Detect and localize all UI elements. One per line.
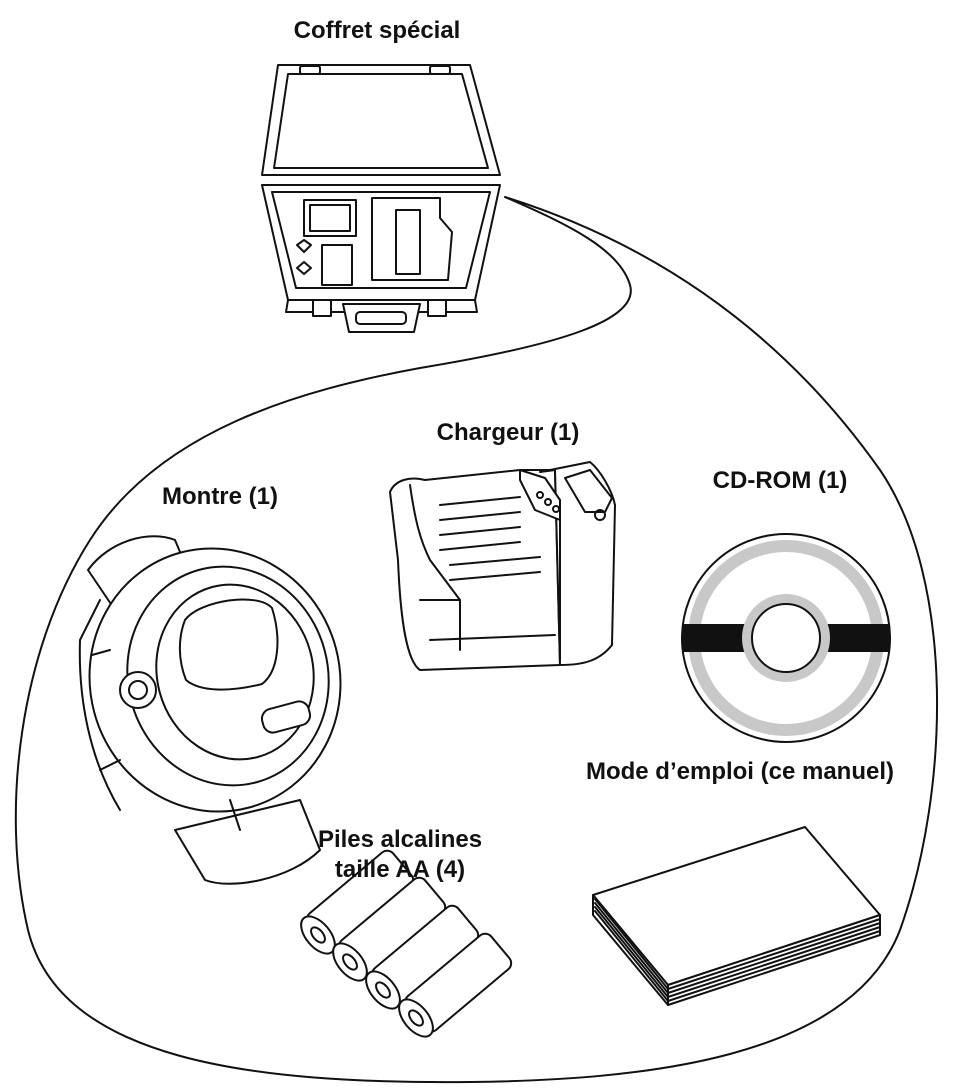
manual-icon: [592, 826, 881, 1006]
cd-icon: [681, 533, 891, 743]
case-label: Coffret spécial: [293, 17, 461, 44]
battery-icon: [300, 849, 513, 1038]
cdrom-label: CD-ROM (1): [712, 467, 848, 494]
charger-icon: [389, 461, 616, 671]
batteries-label-line2: taille AA (4): [334, 856, 466, 883]
batteries-label-line1: Piles alcalines: [317, 826, 483, 853]
case-icon: [261, 64, 501, 333]
bubble-outline: [14, 196, 939, 1084]
watch-label: Montre (1): [162, 483, 278, 510]
watch-icon: [78, 535, 342, 885]
manual-label: Mode d’emploi (ce manuel): [585, 758, 895, 785]
charger-label: Chargeur (1): [436, 419, 580, 446]
charger-vents: [439, 496, 541, 581]
